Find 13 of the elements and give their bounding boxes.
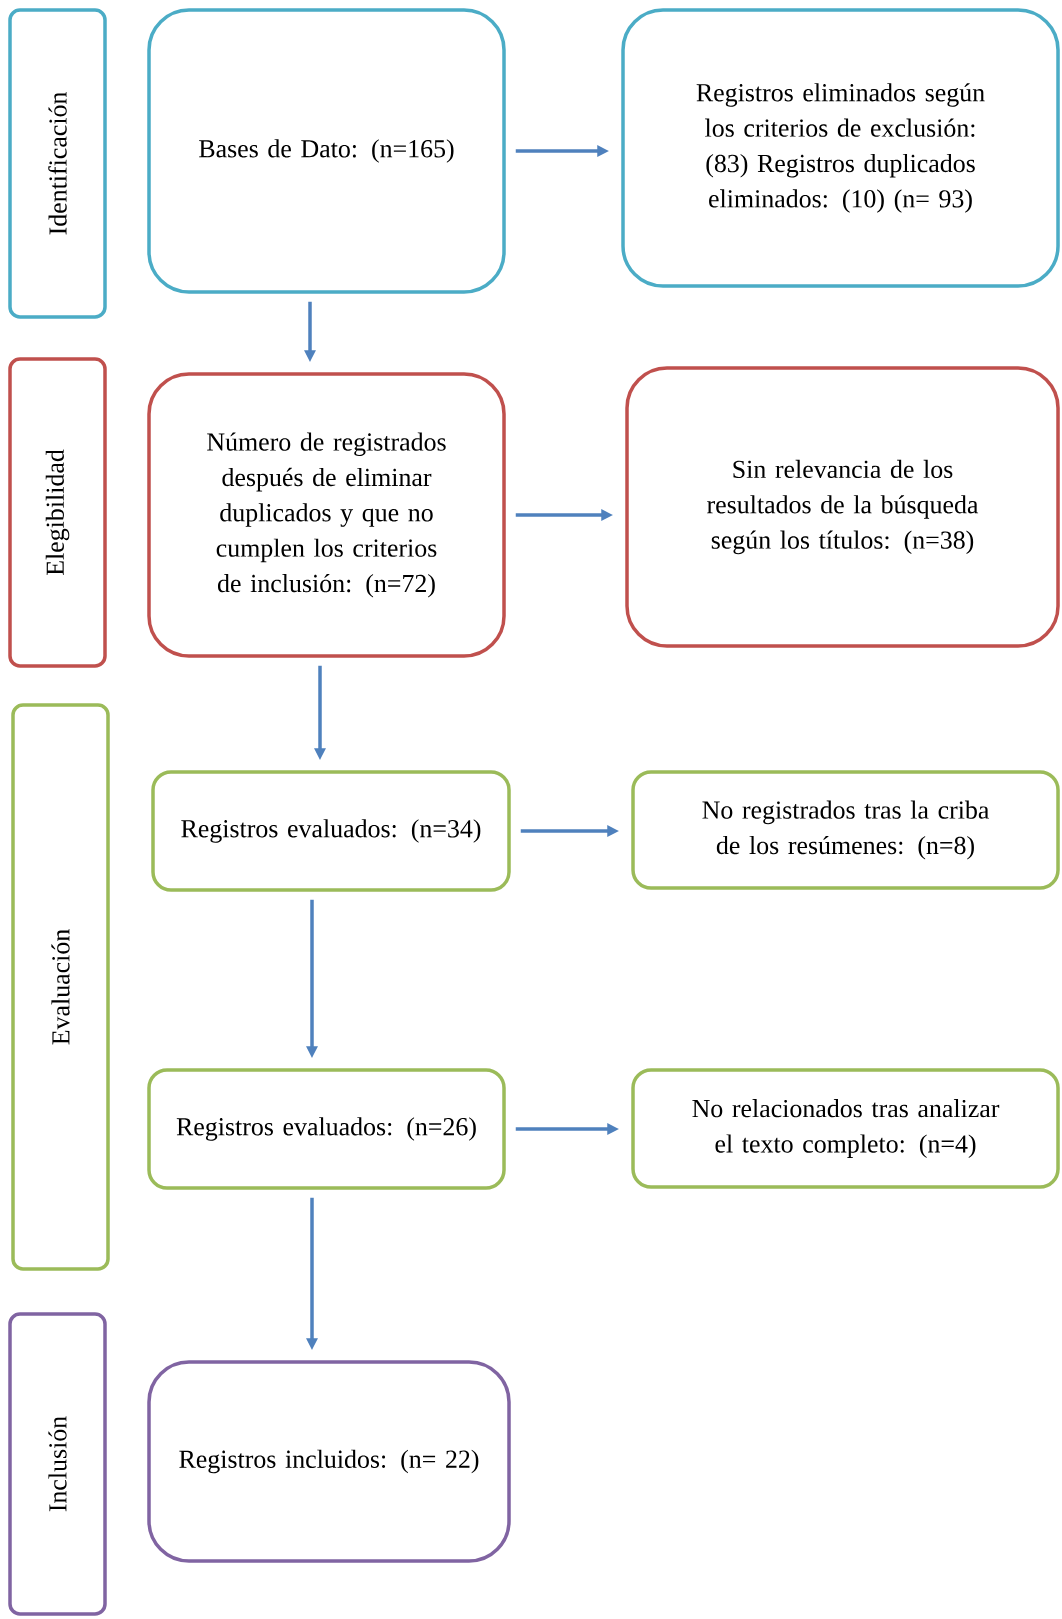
process-box: Registros incluidos: (n= 22) — [147, 1360, 511, 1563]
process-box: Bases de Dato: (n=165) — [147, 8, 506, 294]
process-box: No registrados tras la criba de los resúmenes: (n=8) — [631, 770, 1060, 890]
process-box: Registros evaluados: (n=34) — [151, 770, 511, 892]
process-box: Número de registrados después de eliminar duplicados y que no cumplen los criterios de inclusión: (n=72) — [147, 372, 506, 658]
stage-band: Elegibilidad — [8, 357, 107, 668]
process-box: Sin relevancia de los resultados de la búsqueda según los títulos: (n=38) — [625, 366, 1060, 648]
stage-band: Identificación — [8, 8, 107, 319]
process-box: Registros eliminados según los criterios de exclusión: (83) Registros duplicados eliminados: (10) (n= 93) — [621, 8, 1060, 288]
stage-band: Inclusión — [8, 1312, 107, 1616]
process-box: Registros evaluados: (n=26) — [147, 1068, 506, 1190]
process-box: No relacionados tras analizar el texto completo: (n=4) — [631, 1068, 1060, 1189]
stage-band: Evaluación — [11, 703, 110, 1271]
